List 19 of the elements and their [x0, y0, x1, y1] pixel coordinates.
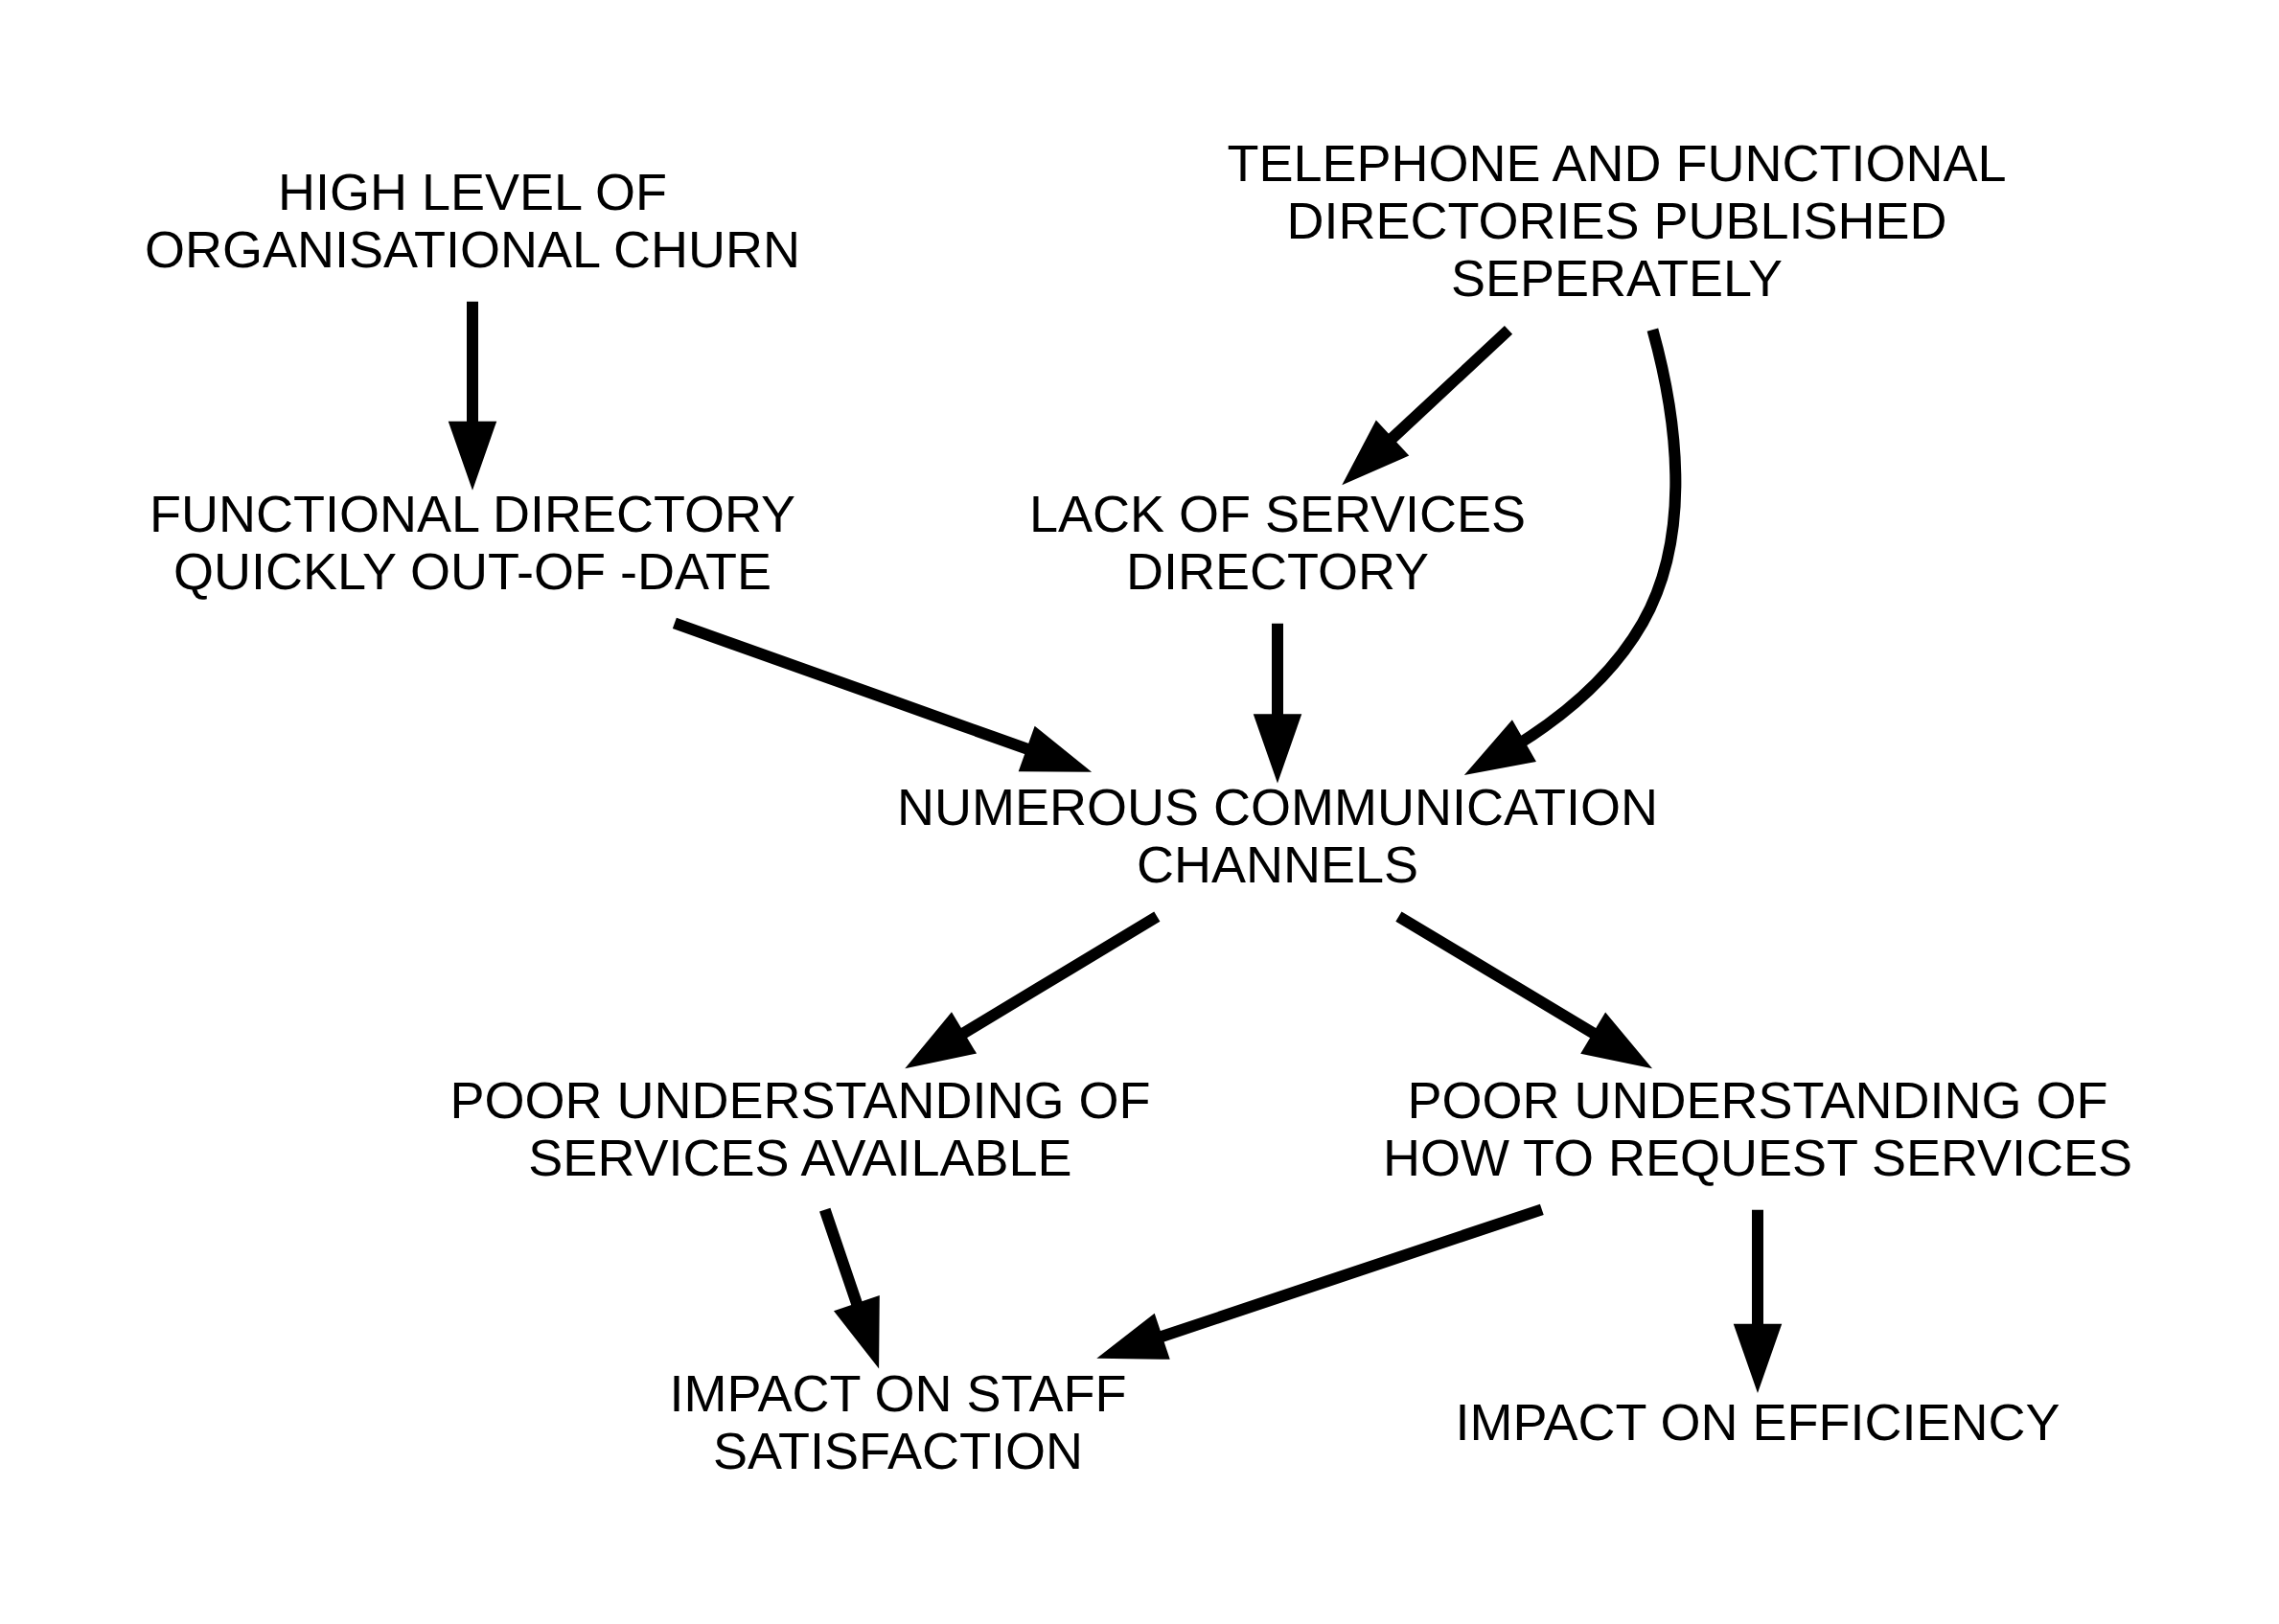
arrow — [1342, 325, 1513, 485]
arrow — [1463, 328, 1682, 775]
node-text: NUMEROUS COMMUNICATION CHANNELS — [897, 777, 1658, 893]
node-text: IMPACT ON EFFICIENCY — [1455, 1392, 2060, 1451]
node-text: FUNCTIONAL DIRECTORY QUICKLY OUT-OF -DATE — [149, 484, 796, 600]
node-text: POOR UNDERSTANDING OF HOW TO REQUEST SERVICES — [1382, 1070, 2133, 1186]
arrow — [905, 911, 1161, 1068]
node-text: IMPACT ON STAFF SATISFACTION — [669, 1363, 1127, 1479]
node-text: LACK OF SERVICES DIRECTORY — [1028, 484, 1527, 600]
arrow — [1733, 1209, 1783, 1393]
arrow — [1395, 911, 1653, 1068]
arrow — [819, 1207, 880, 1368]
arrow — [1096, 1203, 1544, 1360]
node-text: POOR UNDERSTANDING OF SERVICES AVAILABLE — [449, 1070, 1151, 1186]
node-text: HIGH LEVEL OF ORGANISATIONAL CHURN — [144, 162, 801, 278]
arrow — [672, 617, 1093, 772]
node-text: TELEPHONE AND FUNCTIONAL DIRECTORIES PUBLISHED SEPERATELY — [1227, 133, 2007, 307]
arrow — [448, 301, 497, 491]
arrow — [1253, 623, 1302, 783]
